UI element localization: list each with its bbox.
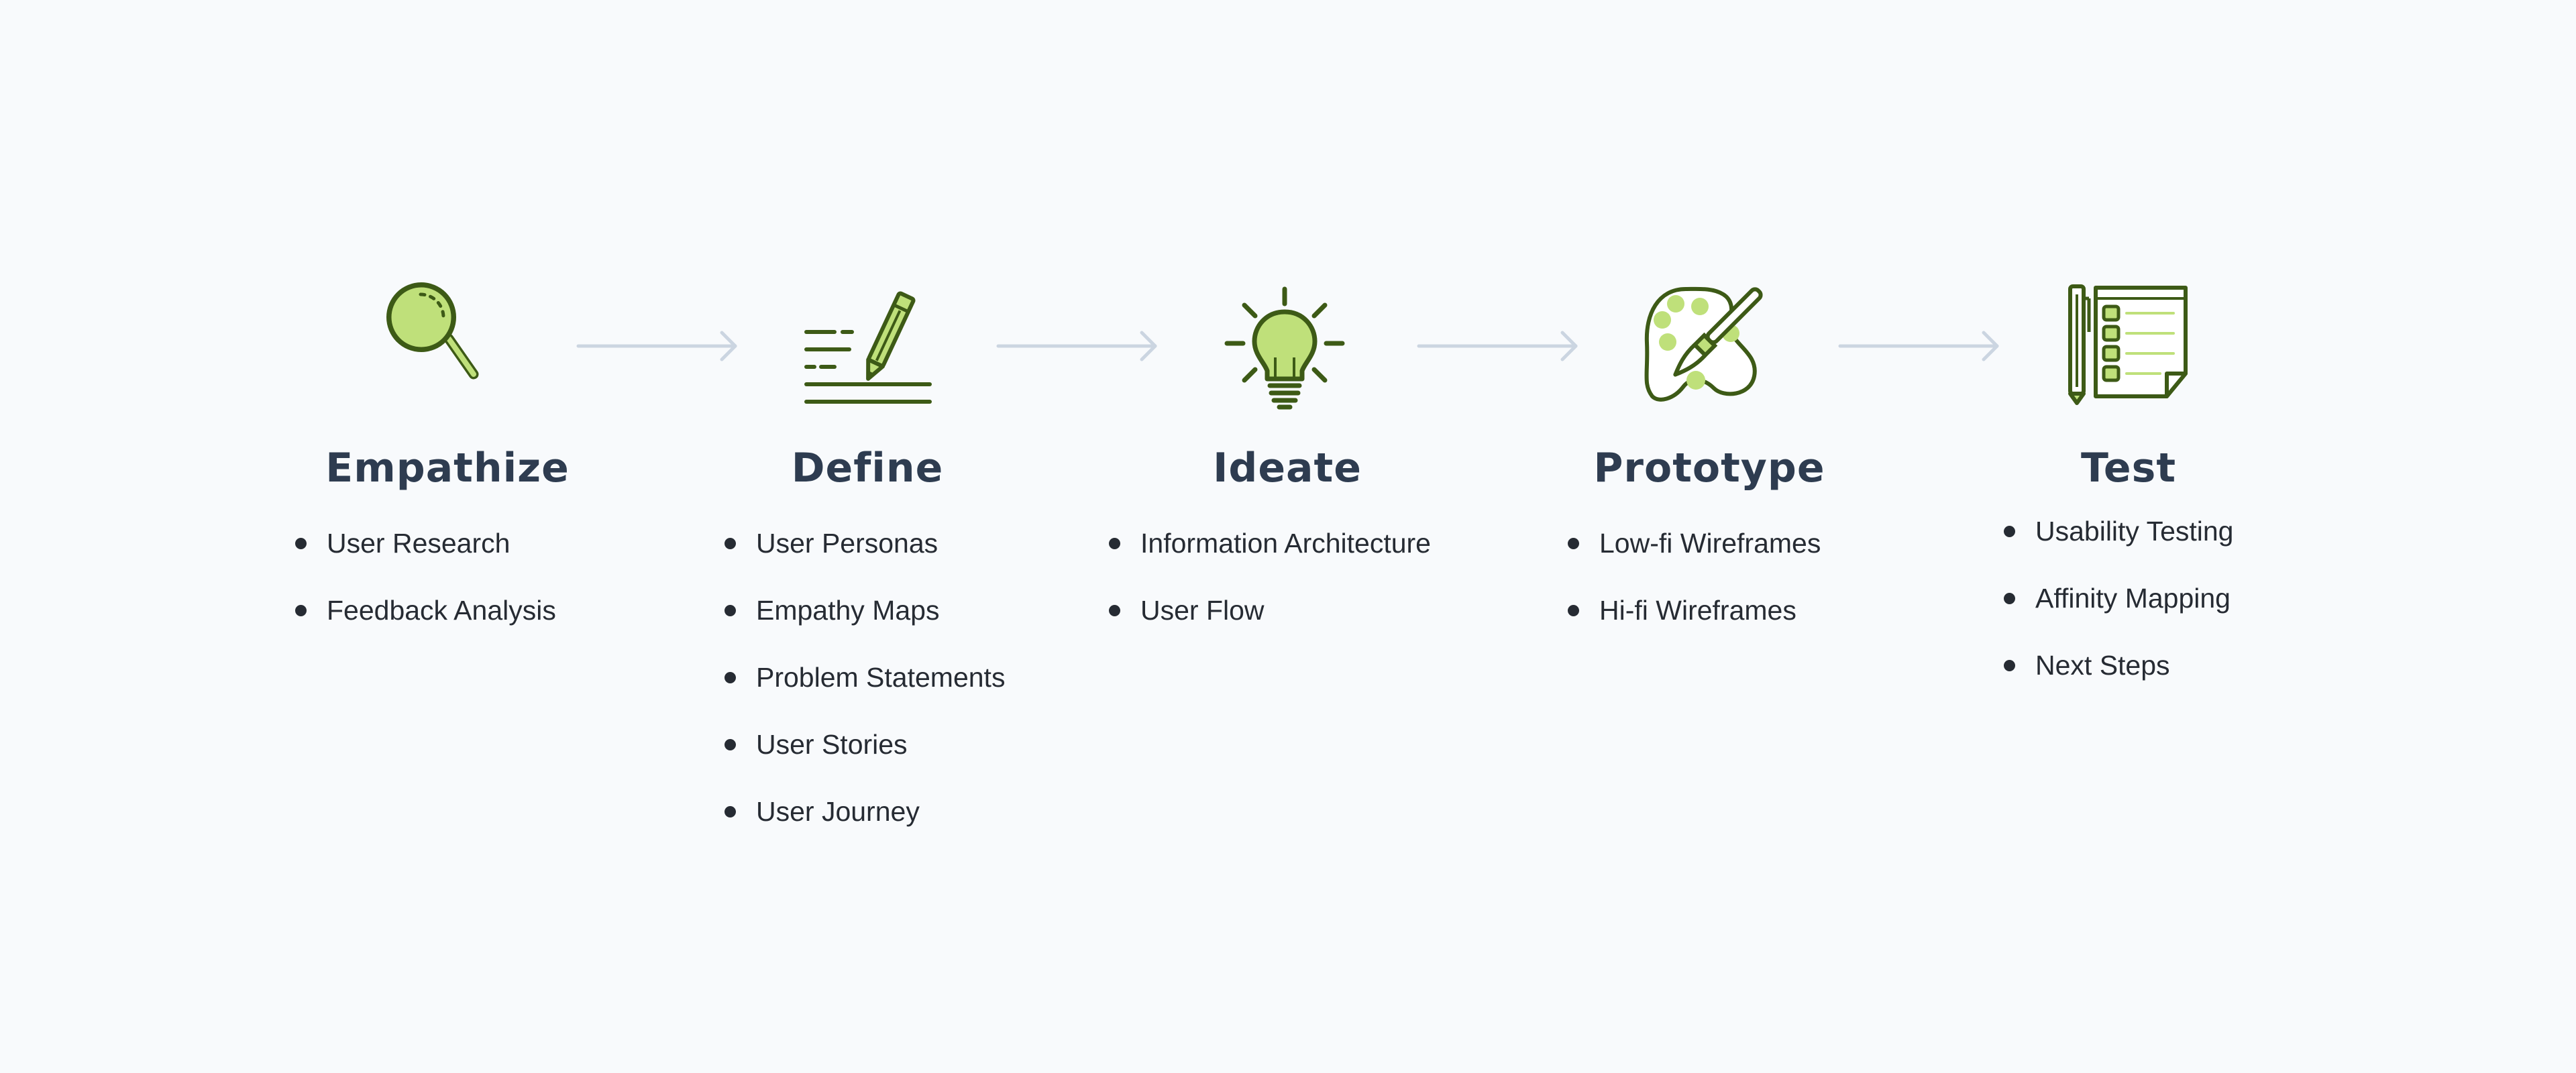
magnifying-glass-icon bbox=[379, 278, 513, 412]
palette-brush-icon bbox=[1639, 278, 1773, 412]
list-item: Low-fi Wireframes bbox=[1568, 510, 1821, 577]
list-item: Feedback Analysis bbox=[295, 577, 556, 644]
stage-list-prototype: Low-fi Wireframes Hi-fi Wireframes bbox=[1568, 510, 1821, 644]
stage-list-define: User Personas Empathy Maps Problem State… bbox=[724, 510, 1005, 845]
stage-title-empathize: Empathize bbox=[325, 445, 570, 492]
list-item: User Flow bbox=[1109, 577, 1431, 644]
arrow-right-icon bbox=[576, 326, 742, 366]
list-item: User Stories bbox=[724, 711, 1005, 778]
stage-title-ideate: Ideate bbox=[1213, 445, 1362, 492]
list-item: Usability Testing bbox=[2004, 498, 2234, 565]
arrow-right-icon bbox=[1416, 326, 1582, 366]
checklist-document-icon bbox=[2059, 278, 2194, 412]
lightbulb-icon bbox=[1218, 278, 1352, 412]
list-item: Hi-fi Wireframes bbox=[1568, 577, 1821, 644]
stage-list-test: Usability Testing Affinity Mapping Next … bbox=[2004, 498, 2234, 699]
list-item: Information Architecture bbox=[1109, 510, 1431, 577]
list-item: Next Steps bbox=[2004, 632, 2234, 699]
list-item: Empathy Maps bbox=[724, 577, 1005, 644]
stage-title-test: Test bbox=[2080, 445, 2177, 492]
stage-title-define: Define bbox=[791, 445, 944, 492]
list-item: Problem Statements bbox=[724, 644, 1005, 711]
arrow-right-icon bbox=[996, 326, 1162, 366]
pencil-writing-icon bbox=[800, 278, 934, 412]
stage-title-prototype: Prototype bbox=[1593, 445, 1825, 492]
stage-list-ideate: Information Architecture User Flow bbox=[1109, 510, 1431, 644]
list-item: User Research bbox=[295, 510, 556, 577]
list-item: Affinity Mapping bbox=[2004, 565, 2234, 632]
list-item: User Personas bbox=[724, 510, 1005, 577]
list-item: User Journey bbox=[724, 778, 1005, 845]
stage-list-empathize: User Research Feedback Analysis bbox=[295, 510, 556, 644]
arrow-right-icon bbox=[1837, 326, 2004, 366]
